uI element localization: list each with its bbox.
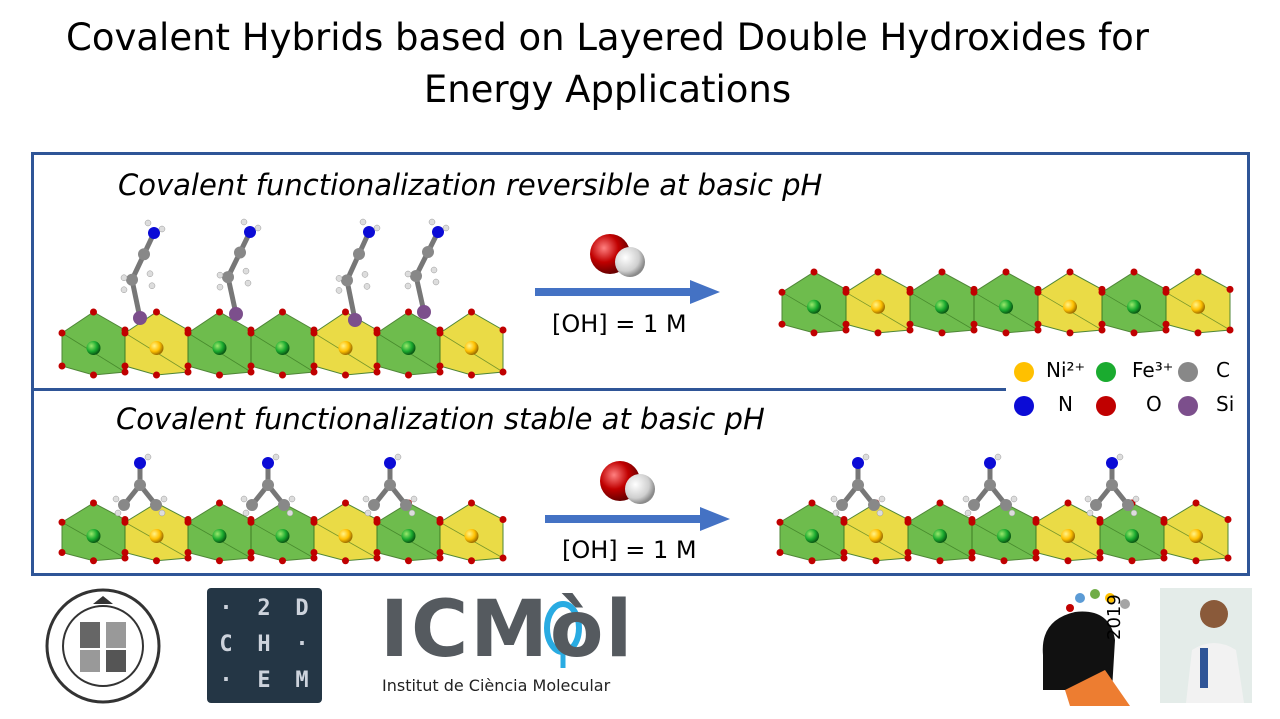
aminopropylsilane-ligand-2 — [216, 218, 262, 321]
legend-swatch-o — [1096, 396, 1116, 416]
icmol-logo-subtitle: Institut de Ciència Molecular — [382, 676, 611, 695]
chem-cell-1: · — [219, 596, 233, 621]
chem-cell-9: M — [295, 668, 309, 693]
legend-swatch-ni — [1014, 362, 1034, 382]
congress-logo — [1042, 589, 1130, 706]
trisamine-ligand-4 — [830, 453, 886, 517]
trisamine-ligand-1 — [112, 453, 168, 517]
panel-divider — [31, 388, 1006, 391]
element-legend: Ni²⁺ Fe³⁺ C N O Si — [1008, 355, 1238, 425]
congress-year: 2019 — [1104, 594, 1125, 640]
legend-swatch-si — [1178, 396, 1198, 416]
trisamine-ligand-5 — [962, 453, 1018, 517]
chem-cell-6: · — [295, 632, 309, 657]
legend-swatch-n — [1014, 396, 1034, 416]
chem-cell-2: 2 — [257, 596, 271, 621]
icmol-logo-bulb — [544, 601, 582, 668]
aminopropylsilane-ligand-4 — [404, 218, 450, 319]
chem-cell-4: C — [219, 632, 233, 657]
bottom-arrow — [545, 507, 730, 531]
top-arrow — [535, 280, 720, 304]
trisamine-ligand-2 — [240, 453, 296, 517]
bottom-condition-label: [OH] = 1 M — [562, 536, 697, 564]
bottom-left-ldh-layer — [58, 499, 507, 565]
figure-frame — [31, 152, 1250, 576]
hydroxide-molecule-top — [590, 234, 645, 277]
bottom-right-ldh-layer — [776, 499, 1232, 565]
legend-swatch-fe — [1096, 362, 1116, 382]
top-right-ldh-layer — [778, 268, 1234, 337]
bottom-panel-heading: Covalent functionalization stable at bas… — [116, 402, 765, 436]
legend-swatch-c — [1178, 362, 1198, 382]
top-condition-label: [OH] = 1 M — [552, 310, 687, 338]
chem-cell-3: D — [295, 596, 309, 621]
chem-cell-8: E — [257, 668, 271, 693]
chem-cell-7: · — [219, 668, 233, 693]
page-title: Covalent Hybrids based on Layered Double… — [66, 16, 1149, 111]
legend-label-n: N — [1058, 392, 1073, 416]
legend-label-o: O — [1146, 392, 1162, 416]
legend-label-ni: Ni²⁺ — [1046, 358, 1086, 382]
presenter-photo-figure — [1160, 588, 1252, 703]
trisamine-ligand-3 — [362, 453, 418, 517]
top-left-ldh-layer — [58, 308, 507, 379]
chem-cell-5: H — [257, 632, 271, 657]
legend-label-fe: Fe³⁺ — [1132, 358, 1174, 382]
legend-label-si: Si — [1216, 392, 1235, 416]
university-seal — [45, 588, 161, 704]
aminopropylsilane-ligand-1 — [120, 219, 166, 325]
2dchem-logo: · 2 D C H · · E M — [207, 588, 322, 703]
top-panel-heading: Covalent functionalization reversible at… — [118, 168, 823, 202]
icmol-logo-text: ICMòl — [380, 585, 635, 675]
hydroxide-molecule-bottom — [600, 461, 655, 504]
trisamine-ligand-6 — [1084, 453, 1140, 517]
aminopropylsilane-ligand-3 — [335, 218, 381, 327]
legend-label-c: C — [1216, 358, 1230, 382]
